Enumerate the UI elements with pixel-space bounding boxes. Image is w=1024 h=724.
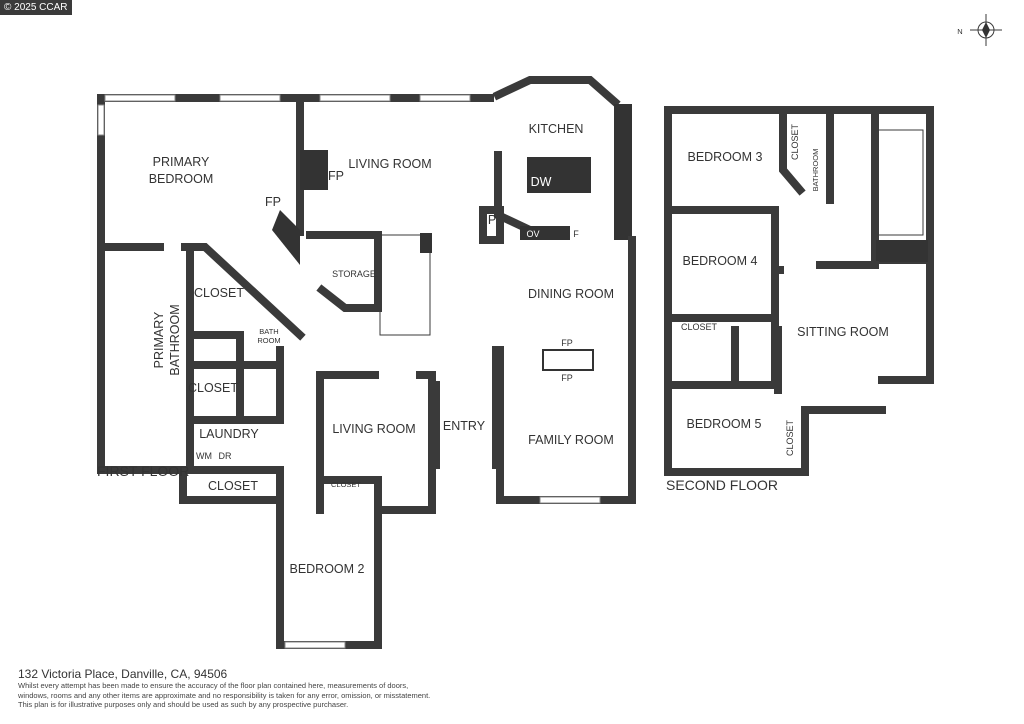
- room-label-primary-bedroom: PRIMARY: [153, 155, 210, 169]
- property-address: 132 Victoria Place, Danville, CA, 94506: [18, 667, 228, 681]
- compass-north-label: N: [957, 27, 962, 36]
- first-floor-walls: [97, 76, 636, 649]
- room-label-closet: CLOSET: [194, 286, 244, 300]
- oven-label: OV: [526, 229, 539, 239]
- compass-icon: N: [957, 14, 1002, 46]
- second-floor-labels: BEDROOM 3 CLOSET BATHROOM BEDROOM 4 CLOS…: [666, 123, 889, 493]
- room-label-dining-room: DINING ROOM: [528, 287, 614, 301]
- fireplace-label: FP: [561, 338, 573, 348]
- room-label-storage: STORAGE: [332, 269, 376, 279]
- room-label-closet: CLOSET: [785, 419, 795, 456]
- room-label-kitchen: KITCHEN: [529, 122, 584, 136]
- floor-title-second: SECOND FLOOR: [666, 477, 778, 493]
- room-label-bath-room: ROOM: [257, 336, 280, 345]
- dishwasher-label: DW: [531, 175, 552, 189]
- room-label-primary-bathroom: BATHROOM: [168, 304, 182, 375]
- floor-title-first: FIRST FLOOR: [97, 463, 189, 479]
- room-label-family-room: FAMILY ROOM: [528, 433, 614, 447]
- room-label-laundry: LAUNDRY: [199, 427, 259, 441]
- room-label-living-room: LIVING ROOM: [332, 422, 415, 436]
- fireplace-label: FP: [561, 373, 573, 383]
- room-label-bathroom: BATHROOM: [811, 149, 820, 192]
- room-label-closet: CLOSET: [331, 480, 361, 489]
- washer-label: WM: [196, 451, 212, 461]
- footer: 132 Victoria Place, Danville, CA, 94506 …: [18, 667, 430, 710]
- second-floor-walls: [664, 106, 934, 476]
- room-label-bedroom-3: BEDROOM 3: [687, 150, 762, 164]
- room-label-bedroom-4: BEDROOM 4: [682, 254, 757, 268]
- room-label-entry: ENTRY: [443, 419, 486, 433]
- fireplace-label: FP: [265, 195, 281, 209]
- room-label-closet: CLOSET: [681, 322, 718, 332]
- disclaimer-line: This plan is for illustrative purposes o…: [18, 700, 349, 709]
- copyright-badge: © 2025 CCAR: [0, 0, 72, 15]
- room-label-primary-bathroom: PRIMARY: [152, 311, 166, 368]
- room-label-closet: CLOSET: [188, 381, 238, 395]
- room-label-primary-bedroom: BEDROOM: [149, 172, 214, 186]
- fridge-label: F: [573, 229, 579, 239]
- dryer-label: DR: [219, 451, 232, 461]
- fireplace-label: FP: [328, 169, 344, 183]
- room-label-bath-room: BATH: [259, 327, 278, 336]
- windows: [97, 94, 601, 649]
- room-label-closet: CLOSET: [790, 123, 800, 160]
- room-label-closet: CLOSET: [208, 479, 258, 493]
- disclaimer-line: Whilst every attempt has been made to en…: [18, 681, 409, 690]
- room-label-bedroom-2: BEDROOM 2: [289, 562, 364, 576]
- disclaimer-line: windows, rooms and any other items are a…: [18, 690, 431, 700]
- room-label-living-room: LIVING ROOM: [348, 157, 431, 171]
- pantry-label: P: [488, 213, 496, 227]
- room-label-sitting-room: SITTING ROOM: [797, 325, 889, 339]
- room-label-bedroom-5: BEDROOM 5: [686, 417, 761, 431]
- first-floor-labels: PRIMARY BEDROOM LIVING ROOM FP FP KITCHE…: [97, 122, 614, 576]
